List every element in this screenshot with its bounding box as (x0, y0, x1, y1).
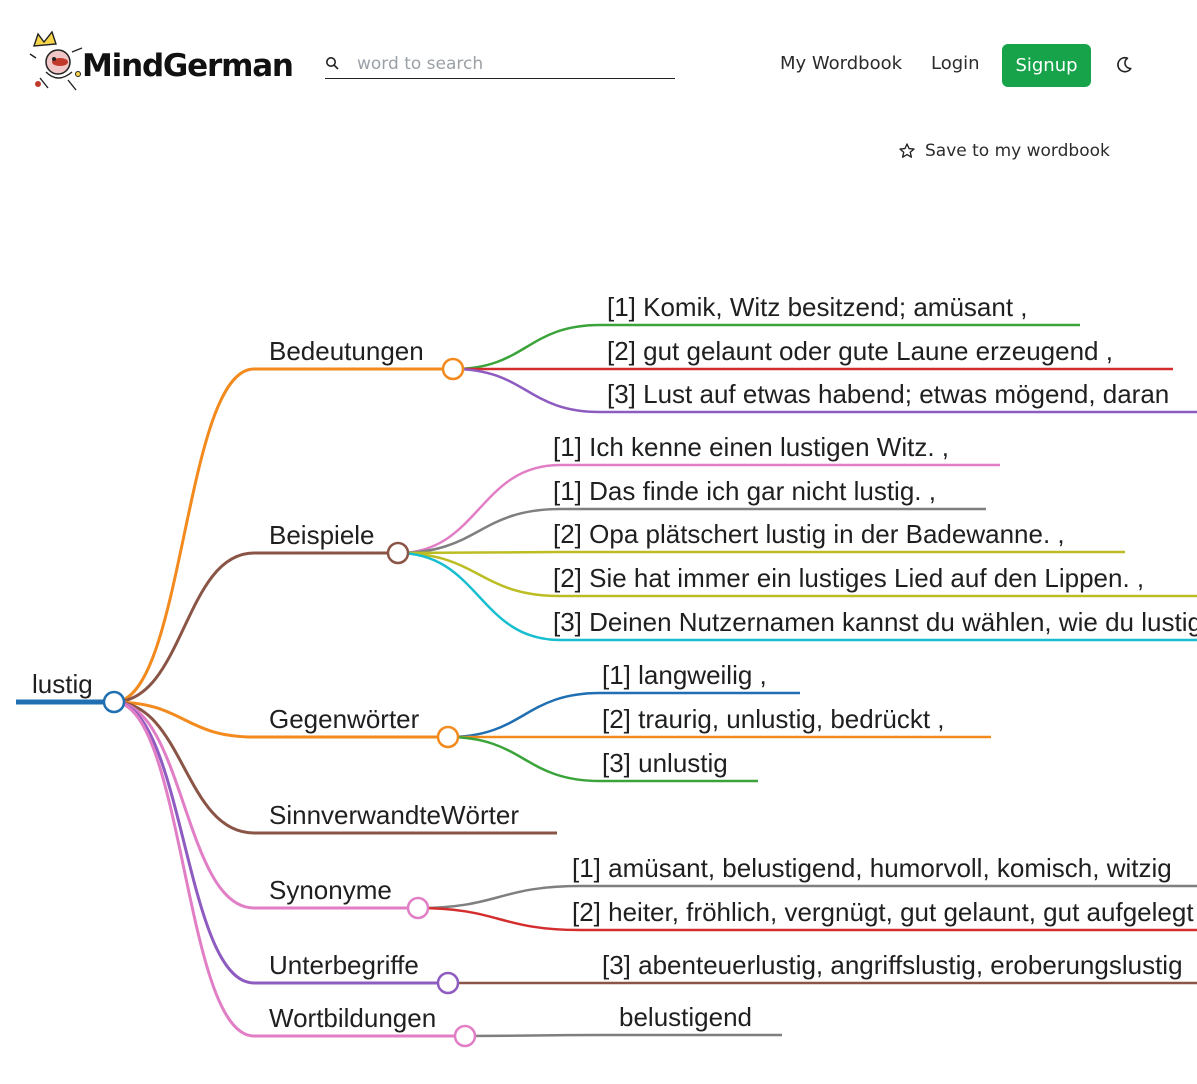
leaf-connector (397, 550, 561, 555)
leaf-label: [1] Komik, Witz besitzend; amüsant , (607, 292, 1028, 322)
branch-label: Wortbildungen (269, 1003, 436, 1033)
leaf-label: [2] Opa plätschert lustig in der Badewan… (553, 519, 1065, 549)
leaf-connector (417, 906, 581, 932)
branch-label: Bedeutungen (269, 336, 424, 366)
branch-connector (113, 700, 255, 835)
leaf-label: [2] Sie hat immer ein lustiges Lied auf … (553, 563, 1144, 593)
signup-button[interactable]: Signup (1002, 44, 1091, 87)
save-to-wordbook-button[interactable]: Save to my wordbook (898, 138, 1110, 164)
login-link[interactable]: Login (931, 53, 980, 74)
leaf-label: [1] langweilig , (602, 660, 767, 690)
leaf-label: [3] Lust auf etwas habend; etwas mögend,… (607, 379, 1169, 409)
branch-node (441, 357, 465, 381)
branch-connector (113, 367, 255, 704)
leaf-label: [2] gut gelaunt oder gute Laune erzeugen… (607, 336, 1113, 366)
branch-connector (113, 700, 255, 739)
leaf-connector (397, 507, 561, 555)
search-icon (326, 57, 339, 70)
branch-node (453, 1024, 477, 1048)
leaf-label: [1] Das finde ich gar nicht lustig. , (553, 476, 936, 506)
leaf-connector (447, 735, 601, 783)
branch-label: SinnverwandteWörter (269, 800, 519, 830)
leaf-connector (464, 1033, 601, 1038)
leaf-connector (452, 367, 601, 414)
save-label: Save to my wordbook (925, 141, 1110, 161)
leaf-label: [3] Deinen Nutzernamen kannst du wählen,… (553, 607, 1197, 637)
leaf-label: belustigend (619, 1002, 752, 1032)
leaf-label: [2] heiter, fröhlich, vergnügt, gut gela… (572, 897, 1194, 927)
branch-label: Synonyme (269, 875, 392, 905)
leaf-label: [3] abenteuerlustig, angriffslustig, ero… (602, 950, 1183, 980)
leaf-label: [1] Ich kenne einen lustigen Witz. , (553, 432, 949, 462)
logo-icon[interactable] (28, 28, 88, 94)
search-input[interactable] (355, 50, 669, 78)
branch-node (436, 725, 460, 749)
branch-node (386, 541, 410, 565)
branch-node (436, 971, 460, 995)
leaf-connector (447, 691, 601, 739)
star-outline-icon (899, 143, 915, 158)
search-bar (325, 48, 675, 79)
leaf-label: [3] unlustig (602, 748, 728, 778)
root-label: lustig (32, 669, 93, 699)
leaf-connector (417, 884, 581, 910)
branch-connector (113, 700, 255, 1038)
my-wordbook-link[interactable]: My Wordbook (780, 53, 903, 74)
branch-connector (113, 700, 255, 910)
brand-name[interactable]: MindGerman (82, 48, 294, 84)
branch-connector (113, 551, 255, 704)
branch-node (406, 896, 430, 920)
leaf-connector (397, 551, 561, 598)
branch-label: Beispiele (269, 520, 375, 550)
leaf-connector (397, 551, 561, 642)
branch-connector (113, 700, 255, 985)
branch-label: Unterbegriffe (269, 950, 419, 980)
leaf-label: [2] traurig, unlustig, bedrückt , (602, 704, 945, 734)
leaf-label: [1] amüsant, belustigend, humorvoll, kom… (572, 853, 1172, 883)
header: MindGerman My Wordbook Login Signup (0, 0, 1197, 130)
leaf-connector (397, 463, 561, 555)
root-node (102, 690, 126, 714)
moon-icon[interactable] (1114, 55, 1134, 75)
branch-label: Gegenwörter (269, 704, 420, 734)
leaf-connector (452, 323, 601, 371)
